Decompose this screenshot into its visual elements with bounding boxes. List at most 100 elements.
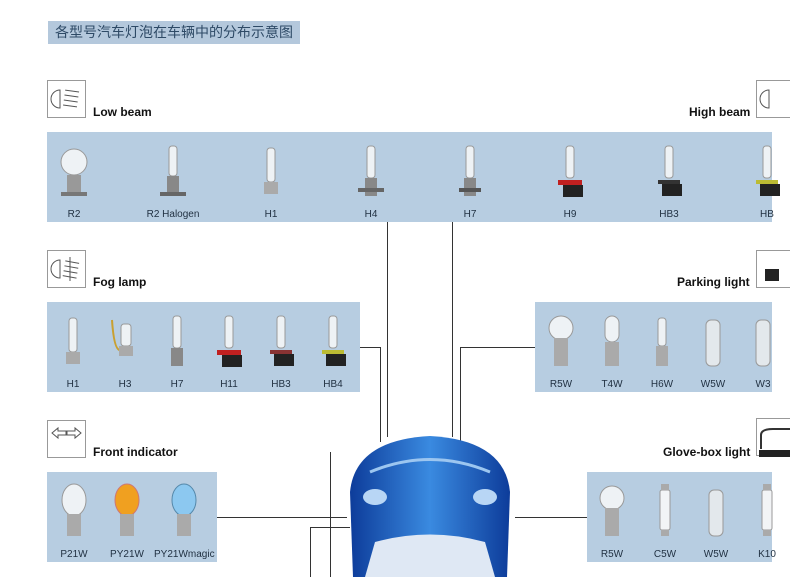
bulb-label: R2 Halogen xyxy=(146,209,200,220)
bulb-icon xyxy=(755,319,771,367)
connector-line xyxy=(360,347,380,348)
connector-line xyxy=(387,222,388,437)
front-indicator-icon xyxy=(47,420,86,458)
bulb-icon xyxy=(171,315,183,366)
bulb-r5w[interactable]: R5W xyxy=(531,302,591,392)
bulb-label: C5W xyxy=(653,549,677,560)
bulb-h7[interactable]: H7 xyxy=(147,302,207,392)
bulb-label: HB xyxy=(760,209,774,220)
bulb-hb3[interactable]: HB3 xyxy=(251,302,311,392)
bulb-r2-halogen[interactable]: R2 Halogen xyxy=(143,132,203,222)
front-indicator-panel: P21W PY21W PY21Wmagic xyxy=(47,472,217,562)
fog-lamp-icon xyxy=(47,250,86,288)
bulb-w5w[interactable]: W5W xyxy=(686,472,746,562)
bulb-p21w[interactable]: P21W xyxy=(44,472,104,562)
bulb-icon xyxy=(761,484,773,536)
connector-line xyxy=(515,517,587,518)
bulb-icon xyxy=(656,317,668,366)
bulb-label: H9 xyxy=(563,209,577,220)
connector-line xyxy=(217,517,347,518)
bulb-icon xyxy=(658,145,682,196)
bulb-label: R5W xyxy=(549,379,573,390)
bulb-r5w[interactable]: R5W xyxy=(582,472,642,562)
bulb-label: H1 xyxy=(66,379,80,390)
bulb-icon xyxy=(548,315,574,366)
bulb-icon xyxy=(705,319,721,367)
bulb-icon xyxy=(217,315,242,367)
bulb-py21wmagic[interactable]: PY21Wmagic xyxy=(154,472,215,562)
connector-line xyxy=(330,452,331,577)
bulb-icon xyxy=(111,319,133,356)
connector-line xyxy=(460,347,535,348)
bulb-icon xyxy=(114,483,140,536)
bulb-label: PY21Wmagic xyxy=(154,549,215,560)
bulb-t4w[interactable]: T4W xyxy=(582,302,642,392)
bulb-icon xyxy=(358,145,384,196)
bulb-icon xyxy=(708,489,724,537)
bulb-icon xyxy=(558,145,583,197)
glove-box-light-panel: R5W C5W W5W K10 xyxy=(587,472,776,562)
connector-line xyxy=(460,347,461,442)
bulb-h1[interactable]: H1 xyxy=(43,302,103,392)
bulb-icon xyxy=(604,315,620,366)
bulb-label: HB4 xyxy=(323,379,343,390)
bulb-hb[interactable]: HB xyxy=(737,132,790,222)
low-beam-icon xyxy=(47,80,86,118)
parking-light-label: Parking light xyxy=(677,275,750,289)
bulb-label: R5W xyxy=(600,549,624,560)
bulb-icon xyxy=(66,317,80,364)
bulb-label: K10 xyxy=(758,549,776,560)
bulb-h11[interactable]: H11 xyxy=(199,302,259,392)
bulb-icon xyxy=(599,485,625,536)
high-beam-label: High beam xyxy=(689,105,751,119)
bulb-label: H3 xyxy=(118,379,132,390)
bulb-h4[interactable]: H4 xyxy=(341,132,401,222)
bulb-label: R2 xyxy=(67,209,81,220)
connector-line xyxy=(452,222,453,437)
bulb-label: H7 xyxy=(170,379,184,390)
bulb-icon xyxy=(160,145,186,196)
bulb-label: PY21W xyxy=(110,549,144,560)
fog-lamp-panel: H1 H3 H7 H11 HB3 HB4 xyxy=(47,302,360,392)
bulb-icon xyxy=(171,483,197,536)
bulb-icon xyxy=(270,315,294,366)
bulb-h6w[interactable]: H6W xyxy=(632,302,692,392)
low-beam-panel: R2 R2 Halogen H1 H4 H7 H9 HB3 HB xyxy=(44,132,780,222)
bulb-label: H7 xyxy=(463,209,477,220)
bulb-icon xyxy=(756,145,780,196)
bulb-label: P21W xyxy=(60,549,88,560)
bulb-label: W3 xyxy=(755,379,771,390)
connector-line xyxy=(310,527,350,528)
bulb-icon xyxy=(61,483,87,536)
page-title: 各型号汽车灯泡在车辆中的分布示意图 xyxy=(48,21,300,44)
bulb-label: W5W xyxy=(703,549,729,560)
glove-box-light-label: Glove-box light xyxy=(663,445,751,459)
parking-light-icon xyxy=(756,250,790,288)
glove-box-icon xyxy=(756,418,790,458)
bulb-w3[interactable]: W3 xyxy=(733,302,790,392)
parking-light-panel: R5W T4W H6W W5W W3 xyxy=(535,302,772,392)
bulb-label: W5W xyxy=(700,379,726,390)
bulb-h9[interactable]: H9 xyxy=(540,132,600,222)
bulb-hb4[interactable]: HB4 xyxy=(303,302,363,392)
connector-line xyxy=(380,347,381,442)
bulb-c5w[interactable]: C5W xyxy=(635,472,695,562)
bulb-h3[interactable]: H3 xyxy=(95,302,155,392)
bulb-icon xyxy=(659,484,671,536)
bulb-hb3[interactable]: HB3 xyxy=(639,132,699,222)
bulb-k10[interactable]: K10 xyxy=(737,472,790,562)
bulb-h7[interactable]: H7 xyxy=(440,132,500,222)
connector-line xyxy=(310,527,311,577)
car-illustration xyxy=(350,436,510,577)
bulb-py21w[interactable]: PY21W xyxy=(97,472,157,562)
high-beam-icon xyxy=(756,80,790,118)
bulb-h1[interactable]: H1 xyxy=(241,132,301,222)
front-indicator-label: Front indicator xyxy=(93,445,178,459)
low-beam-label: Low beam xyxy=(93,105,152,119)
bulb-r2[interactable]: R2 xyxy=(44,132,104,222)
bulb-label: HB3 xyxy=(271,379,291,390)
bulb-w5w[interactable]: W5W xyxy=(683,302,743,392)
bulb-icon xyxy=(264,147,278,194)
bulb-icon xyxy=(60,148,88,196)
